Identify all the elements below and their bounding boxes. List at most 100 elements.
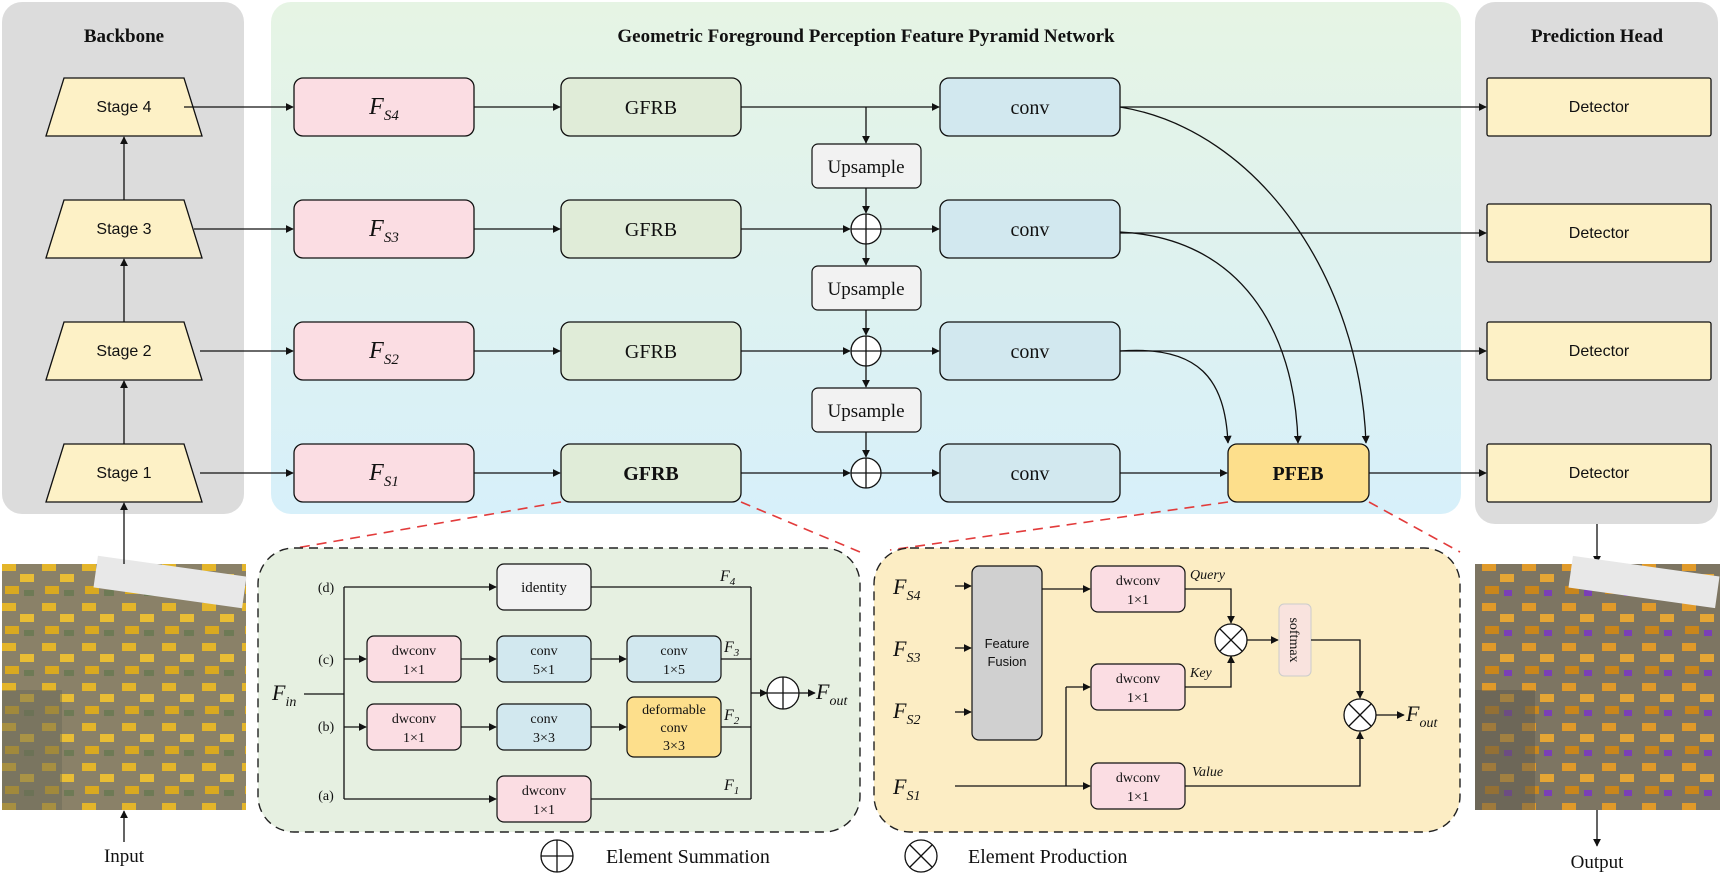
value-label: Value (1192, 765, 1223, 780)
key-label: Key (1189, 666, 1213, 681)
fout-base: F (815, 679, 830, 704)
softmax-to-product (1311, 639, 1364, 699)
deformable-conv: deformable conv 3×3 (626, 696, 722, 758)
dwconv-b: dwconv 1×1 (366, 703, 462, 751)
upsample-1-label: Upsample (827, 157, 904, 178)
f2-sub: 2 (734, 715, 740, 727)
gfrb-2-label: GFRB (625, 341, 677, 363)
branch-label-a: (a) (318, 789, 334, 804)
pin-s4-sub: S4 (906, 589, 920, 604)
identity-box: identity (496, 563, 592, 611)
conv-1-label: conv (1011, 463, 1050, 485)
gfrb-3-label: GFRB (625, 219, 677, 241)
conv-c-5x1-line2: 5×1 (533, 663, 555, 678)
dwk-line1: dwconv (1116, 672, 1160, 687)
f1-base: F (723, 777, 734, 794)
gfrb-detail-panel (257, 547, 861, 833)
circle-times-icon (1214, 623, 1248, 657)
dwconv-b-line2: 1×1 (403, 731, 425, 746)
svg-text:FS4: FS4 (368, 94, 399, 124)
conv-3: conv (939, 199, 1121, 259)
dwconv-a-line1: dwconv (522, 784, 566, 799)
svg-text:FS2: FS2 (368, 338, 399, 368)
fout-sub: out (829, 694, 848, 709)
key-to-product (1185, 655, 1235, 688)
dwconv-c: dwconv 1×1 (366, 635, 462, 683)
stage-2: Stage 2 (45, 321, 203, 381)
head-title: Prediction Head (1531, 26, 1664, 47)
fs2-sub: S2 (384, 352, 400, 368)
circle-times-icon (1343, 698, 1377, 732)
gfrb-4: GFRB (560, 77, 742, 137)
pfout-sub: out (1419, 716, 1438, 731)
svg-text:FS3: FS3 (892, 636, 920, 666)
fs3-sub: S3 (384, 230, 399, 246)
conv-2: conv (939, 321, 1121, 381)
fin-sub: in (285, 695, 296, 710)
svg-text:F2: F2 (723, 707, 740, 727)
f3-sub: 3 (733, 647, 740, 659)
conv-c-5x1-line1: conv (530, 644, 557, 659)
feature-fs3: FS3 (293, 199, 475, 259)
f3-base: F (723, 639, 734, 656)
conv-4-label: conv (1011, 97, 1050, 119)
svg-text:FS4: FS4 (892, 574, 920, 604)
detector-1-label: Detector (1569, 465, 1630, 482)
identity-label: identity (521, 580, 567, 596)
branch-label-d: (d) (318, 581, 335, 596)
upsample-2-label: Upsample (827, 279, 904, 300)
pfeb-block: PFEB (1227, 443, 1370, 503)
conv-c-1x5-line2: 1×5 (663, 663, 685, 678)
feature-fs2: FS2 (293, 321, 475, 381)
pin-s1-sub: S1 (906, 789, 920, 804)
conv-b-3x3: conv 3×3 (496, 703, 592, 751)
dwconv-c-line2: 1×1 (403, 663, 425, 678)
conv-4: conv (939, 77, 1121, 137)
dwconv-value: dwconv 1×1 (1090, 762, 1186, 810)
zoom-line-gfrb-left (295, 501, 562, 549)
conv-c-5x1: conv 5×1 (496, 635, 592, 683)
circle-plus-icon (766, 676, 800, 710)
value-to-product (1185, 731, 1364, 787)
fs3-base: F (368, 216, 384, 242)
svg-text:FS1: FS1 (368, 460, 399, 490)
input-image (2, 555, 247, 810)
output-image (1475, 555, 1720, 810)
query-to-product (1185, 588, 1235, 624)
pin-s3-base: F (892, 636, 907, 661)
stage-1-label: Stage 1 (96, 465, 151, 482)
branch-label-c: (c) (318, 653, 334, 668)
stage-1: Stage 1 (45, 443, 203, 503)
dwq-line2: 1×1 (1127, 593, 1149, 608)
pfeb-label: PFEB (1272, 463, 1323, 485)
upsample-3-label: Upsample (827, 401, 904, 422)
dwconv-a-line2: 1×1 (533, 803, 555, 818)
detector-3: Detector (1486, 203, 1712, 263)
dwconv-query: dwconv 1×1 (1090, 565, 1186, 613)
conv-c-1x5-line1: conv (660, 644, 687, 659)
detector-1: Detector (1486, 443, 1712, 503)
upsample-2: Upsample (811, 265, 922, 311)
zoom-line-pfeb-left (889, 501, 1229, 551)
detector-3-label: Detector (1569, 225, 1630, 242)
fs1-sub: S1 (384, 474, 399, 490)
detector-2-label: Detector (1569, 343, 1630, 360)
dwk-line2: 1×1 (1127, 691, 1149, 706)
fusion-line2: Fusion (987, 654, 1026, 669)
deform-line3: 3×3 (663, 739, 685, 754)
fusion-line1: Feature (985, 636, 1030, 651)
legend-prod-label: Element Production (968, 846, 1127, 868)
circle-plus-icon (850, 457, 882, 489)
f1-sub: 1 (734, 785, 740, 797)
curve-conv3-to-pfeb (1119, 231, 1302, 444)
gfrb-1-label: GFRB (623, 463, 679, 485)
deform-line1: deformable (642, 703, 706, 718)
conv-b-3x3-line1: conv (530, 712, 557, 727)
dwconv-b-line1: dwconv (392, 712, 436, 727)
f2-base: F (723, 707, 734, 724)
circle-plus-icon (850, 213, 882, 245)
stage-4-label: Stage 4 (96, 99, 151, 116)
svg-text:FS1: FS1 (892, 774, 920, 804)
dwconv-key: dwconv 1×1 (1090, 663, 1186, 711)
fs1-base: F (368, 460, 384, 486)
